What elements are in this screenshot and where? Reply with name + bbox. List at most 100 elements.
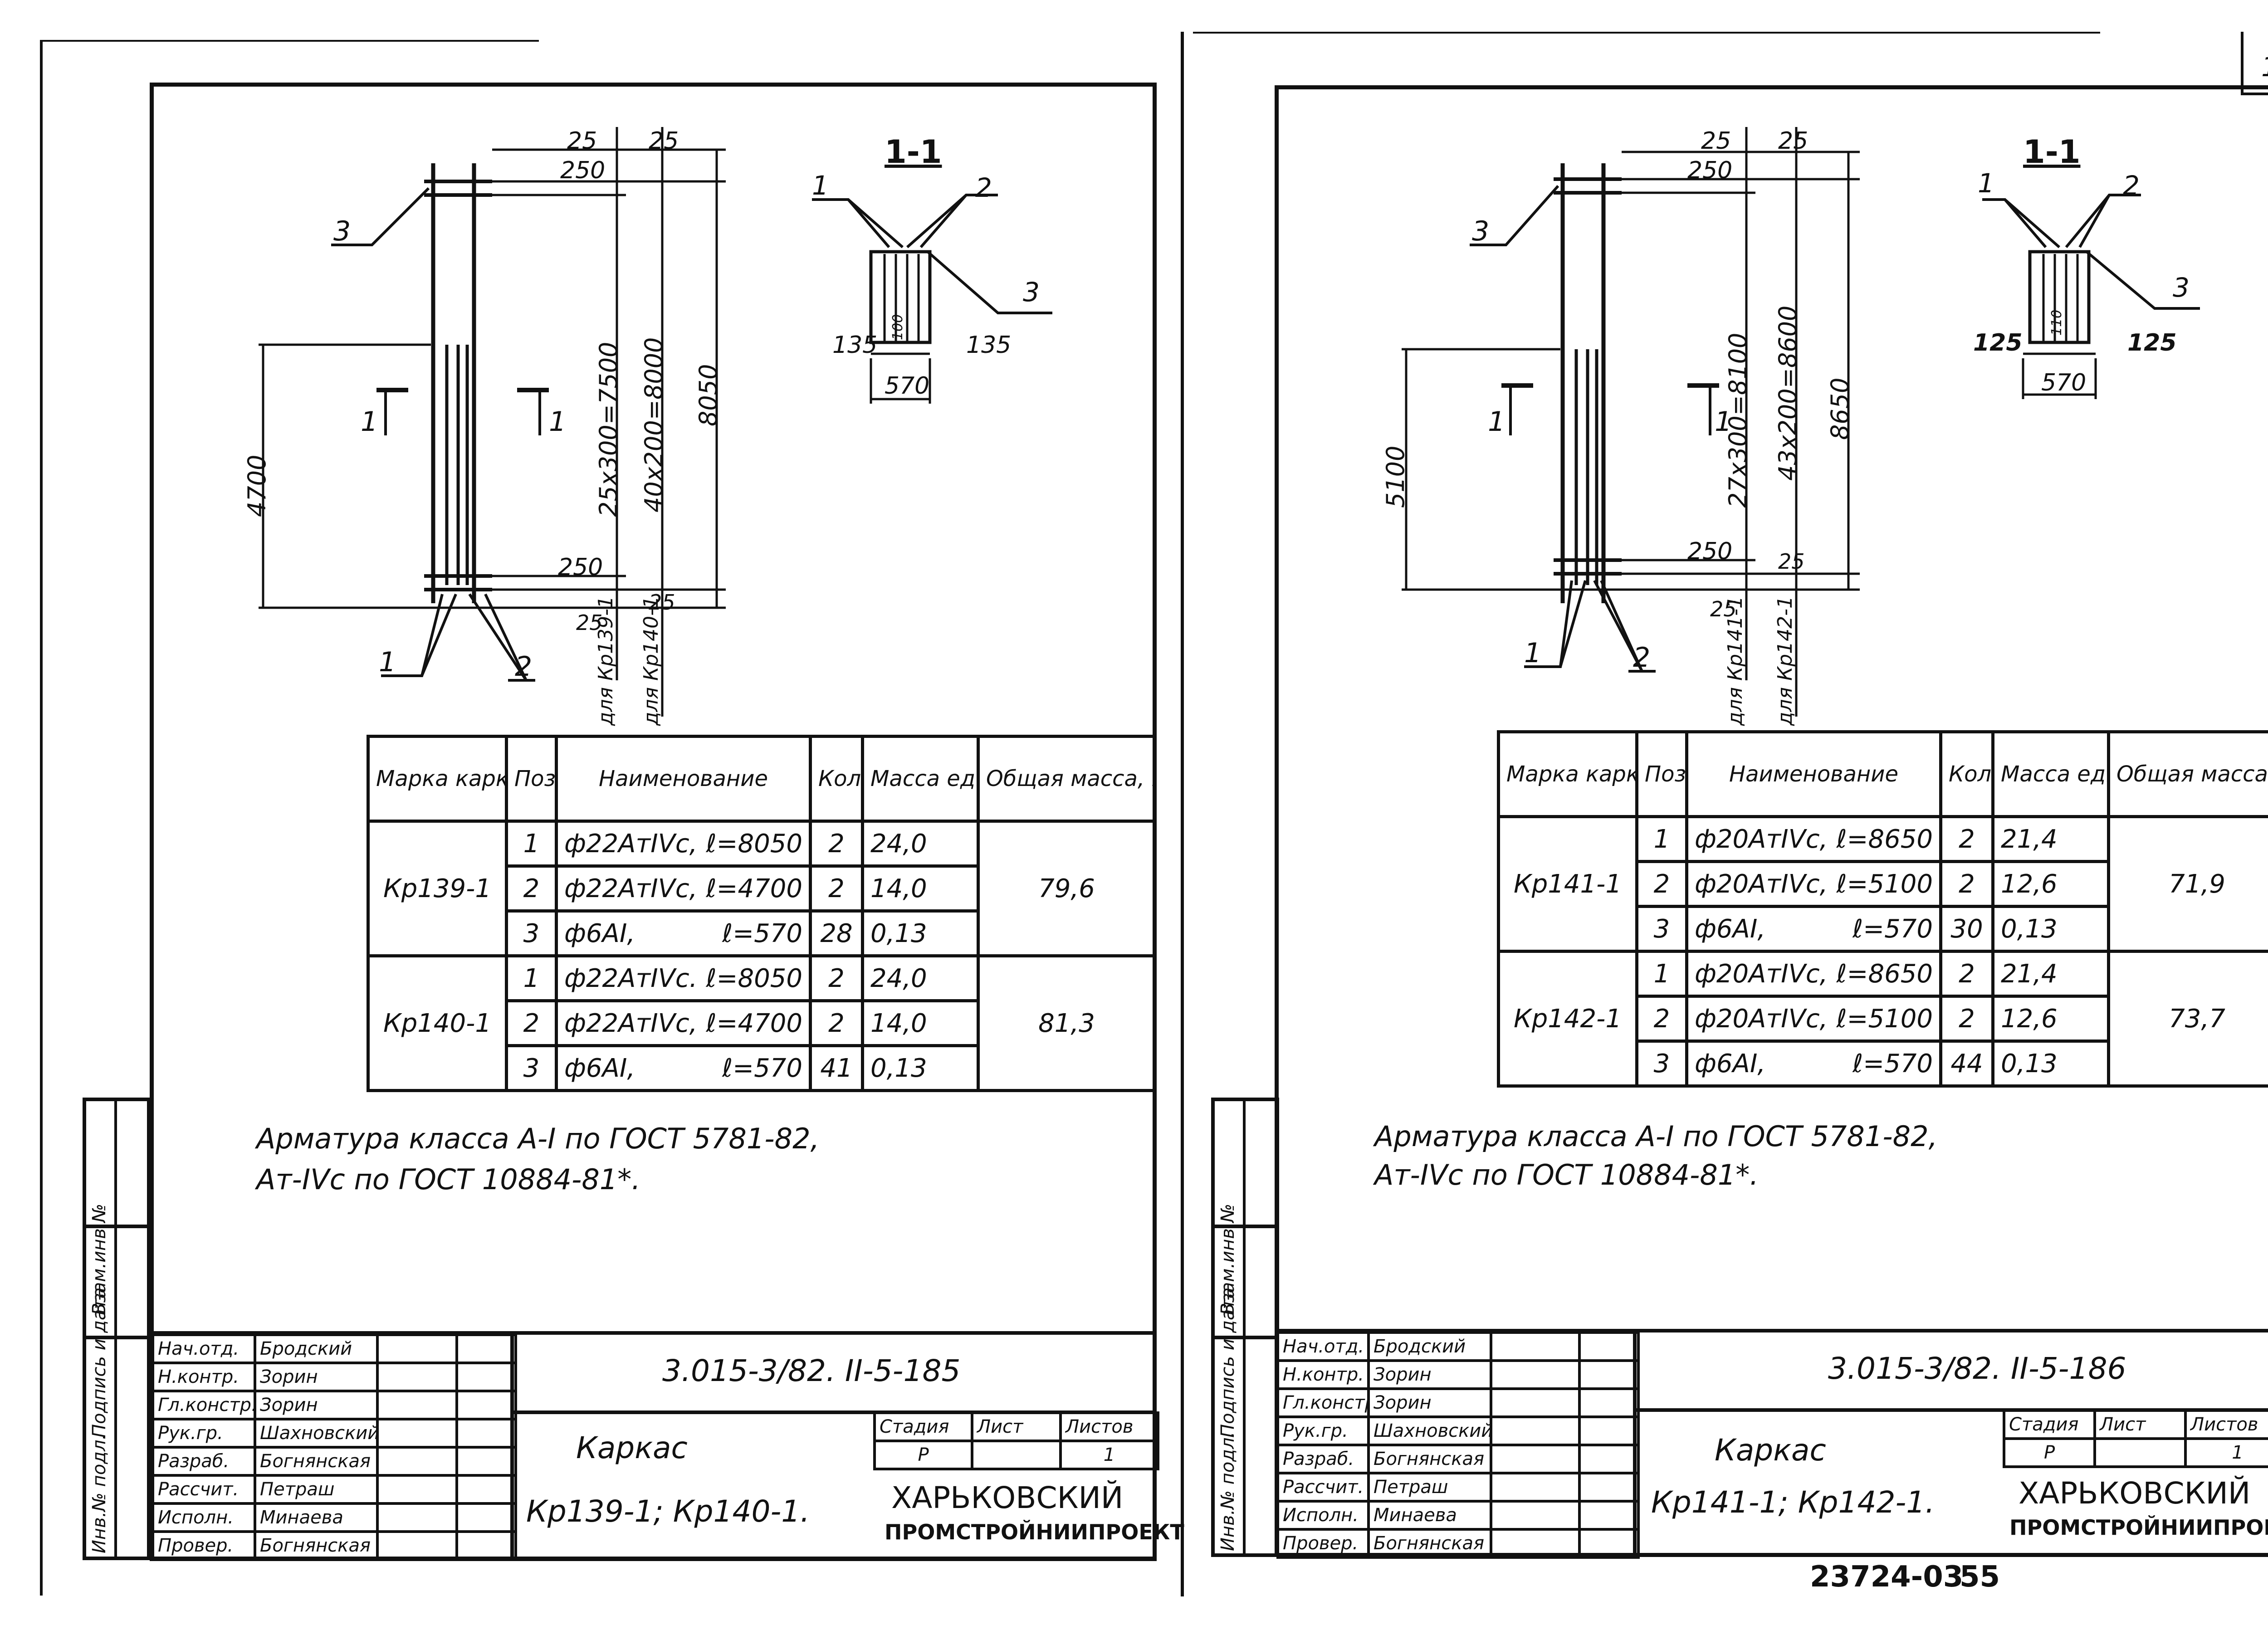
cell-pos: 2 — [1635, 995, 1688, 1043]
signature — [1490, 1359, 1581, 1390]
sheet-value — [2093, 1437, 2187, 1468]
role: Рассчит. — [152, 1474, 256, 1505]
cell-pos: 3 — [505, 909, 558, 957]
role: Рассчит. — [1276, 1472, 1370, 1503]
table-row: 2 ф22АтIVс,ℓ=4700 2 14,0 — [368, 999, 1155, 1047]
date — [1578, 1359, 1640, 1390]
cell-mass: 14,0 — [861, 864, 980, 913]
cell-name: ф6АI,ℓ=570 — [555, 909, 812, 957]
cell-name: ф20АтIVс,ℓ=5100 — [1685, 995, 1942, 1043]
right-total-a: 71,9 — [2107, 815, 2268, 953]
center-fold-line — [1181, 32, 1184, 1596]
name: Зорин — [254, 1362, 379, 1392]
name: Минаева — [1367, 1500, 1492, 1531]
table-row: Кр140-1 1 ф22АтIVс.ℓ=8050 2 24,0 81,3 — [367, 954, 1157, 1092]
left-doc-code: 3.015-3/82. II-5-185 — [662, 1353, 961, 1388]
left-th-qty: Кол. — [809, 735, 864, 823]
cell-pos: 2 — [505, 864, 558, 913]
right-tb-hline — [1633, 1408, 2268, 1412]
left-sec-570: 570 — [885, 372, 930, 400]
page-number-box — [2241, 32, 2268, 95]
role: Разраб. — [152, 1446, 256, 1477]
left-strip-inv: Инв.№ подл. — [89, 1434, 110, 1553]
cell-pos: 1 — [505, 820, 558, 868]
name: Богнянская — [254, 1446, 379, 1477]
left-callout-2: 2 — [515, 651, 533, 683]
role: Гл.констр. — [1276, 1387, 1370, 1418]
role: Рук.гр. — [152, 1418, 256, 1449]
left-total-a: 79,6 — [977, 820, 1157, 957]
cell-name: ф22АтIVс,ℓ=4700 — [555, 864, 812, 913]
cell-pos: 3 — [1635, 1040, 1688, 1088]
left-dim-bot-25b: 25 — [649, 590, 675, 615]
right-sec-callout-3: 3 — [2173, 272, 2190, 303]
cell-pos: 1 — [505, 954, 558, 1002]
role: Исполн. — [152, 1502, 256, 1533]
right-section-drawing — [1982, 194, 2200, 399]
left-cage-elevation — [259, 127, 726, 717]
right-callout-2: 2 — [1633, 642, 1651, 674]
date — [455, 1362, 517, 1392]
table-row: 2 ф22АтIVс,ℓ=4700 2 14,0 — [368, 864, 1155, 913]
sheet-value — [971, 1440, 1062, 1470]
role: Провер. — [152, 1530, 256, 1561]
right-sec-110: 110 — [2049, 309, 2065, 336]
signature — [376, 1446, 458, 1477]
right-dim-bot-25b: 25 — [1778, 549, 1805, 574]
table-row: 3 ф6АI,ℓ=570 44 0,13 — [1499, 1040, 2268, 1088]
left-sec-callout-3: 3 — [1023, 277, 1040, 307]
right-callout-1: 1 — [1524, 637, 1542, 669]
name: Петраш — [254, 1474, 379, 1505]
signature — [1490, 1528, 1581, 1559]
signature — [376, 1418, 458, 1449]
left-sec-135a: 135 — [832, 332, 878, 359]
left-dim-bot-25a: 25 — [576, 610, 603, 635]
right-sec-callout-2: 2 — [2123, 170, 2140, 201]
right-strip-col — [1243, 1098, 1246, 1557]
cell-pos: 2 — [505, 999, 558, 1047]
role: Рук.гр. — [1276, 1415, 1370, 1446]
role: Нач.отд. — [152, 1333, 256, 1364]
left-th-name: Наименование — [555, 735, 812, 823]
cell-name: ф22АтIVс,ℓ=8050 — [555, 820, 812, 868]
date — [455, 1474, 517, 1505]
right-dim-top-25b: 25 — [1778, 127, 1809, 155]
table-row: Кр139-1 1 ф22АтIVс,ℓ=8050 2 24,0 79,6 — [367, 820, 1157, 957]
name: Богнянская — [254, 1530, 379, 1561]
cell-mass: 0,13 — [1991, 905, 2110, 953]
page-number: 133 — [2261, 54, 2268, 81]
right-mark-b: Кр142-1 — [1497, 950, 1638, 1088]
cell-mass: 12,6 — [1991, 995, 2110, 1043]
table-row: Кр141-1 1 ф20АтIVс,ℓ=8650 2 21,4 71,9 — [1497, 815, 2268, 953]
right-th-pos: Поз. — [1635, 730, 1688, 818]
cell-mass: 0,13 — [861, 909, 980, 957]
left-th-mark: Марка каркаса — [367, 735, 508, 823]
cell-pos: 1 — [1635, 950, 1688, 998]
left-note-line-1: Арматура класса А-I по ГОСТ 5781-82, — [256, 1122, 820, 1155]
cell-mass: 21,4 — [1991, 815, 2110, 863]
left-scan-edge — [40, 40, 43, 1596]
name: Бродский — [254, 1333, 379, 1364]
right-th-qty: Кол. — [1939, 730, 1994, 818]
table-row: 2 ф20АтIVс,ℓ=5100 2 12,6 — [1499, 860, 2268, 908]
right-th-name: Наименование — [1685, 730, 1942, 818]
right-dim-bot-250: 250 — [1687, 538, 1733, 565]
cell-name: ф6АI,ℓ=570 — [1685, 905, 1942, 953]
cell-qty: 2 — [1939, 815, 1994, 863]
cell-pos: 2 — [1635, 860, 1688, 908]
table-row: 2 ф20АтIVс,ℓ=5100 2 12,6 — [1499, 995, 2268, 1043]
role: Н.контр. — [152, 1362, 256, 1392]
left-th-total: Общая масса, кг — [977, 735, 1157, 823]
cell-qty: 28 — [809, 909, 864, 957]
right-strip-inv: Инв.№ подл. — [1217, 1431, 1238, 1551]
cell-mass: 14,0 — [861, 999, 980, 1047]
cell-qty: 2 — [1939, 995, 1994, 1043]
left-th-pos: Поз. — [505, 735, 558, 823]
cell-name: ф20АтIVс,ℓ=8650 — [1685, 815, 1942, 863]
cell-qty: 30 — [1939, 905, 1994, 953]
left-sec-135b: 135 — [966, 332, 1012, 359]
date — [455, 1390, 517, 1420]
table-row: 3 ф6АI,ℓ=570 28 0,13 — [368, 909, 1155, 957]
